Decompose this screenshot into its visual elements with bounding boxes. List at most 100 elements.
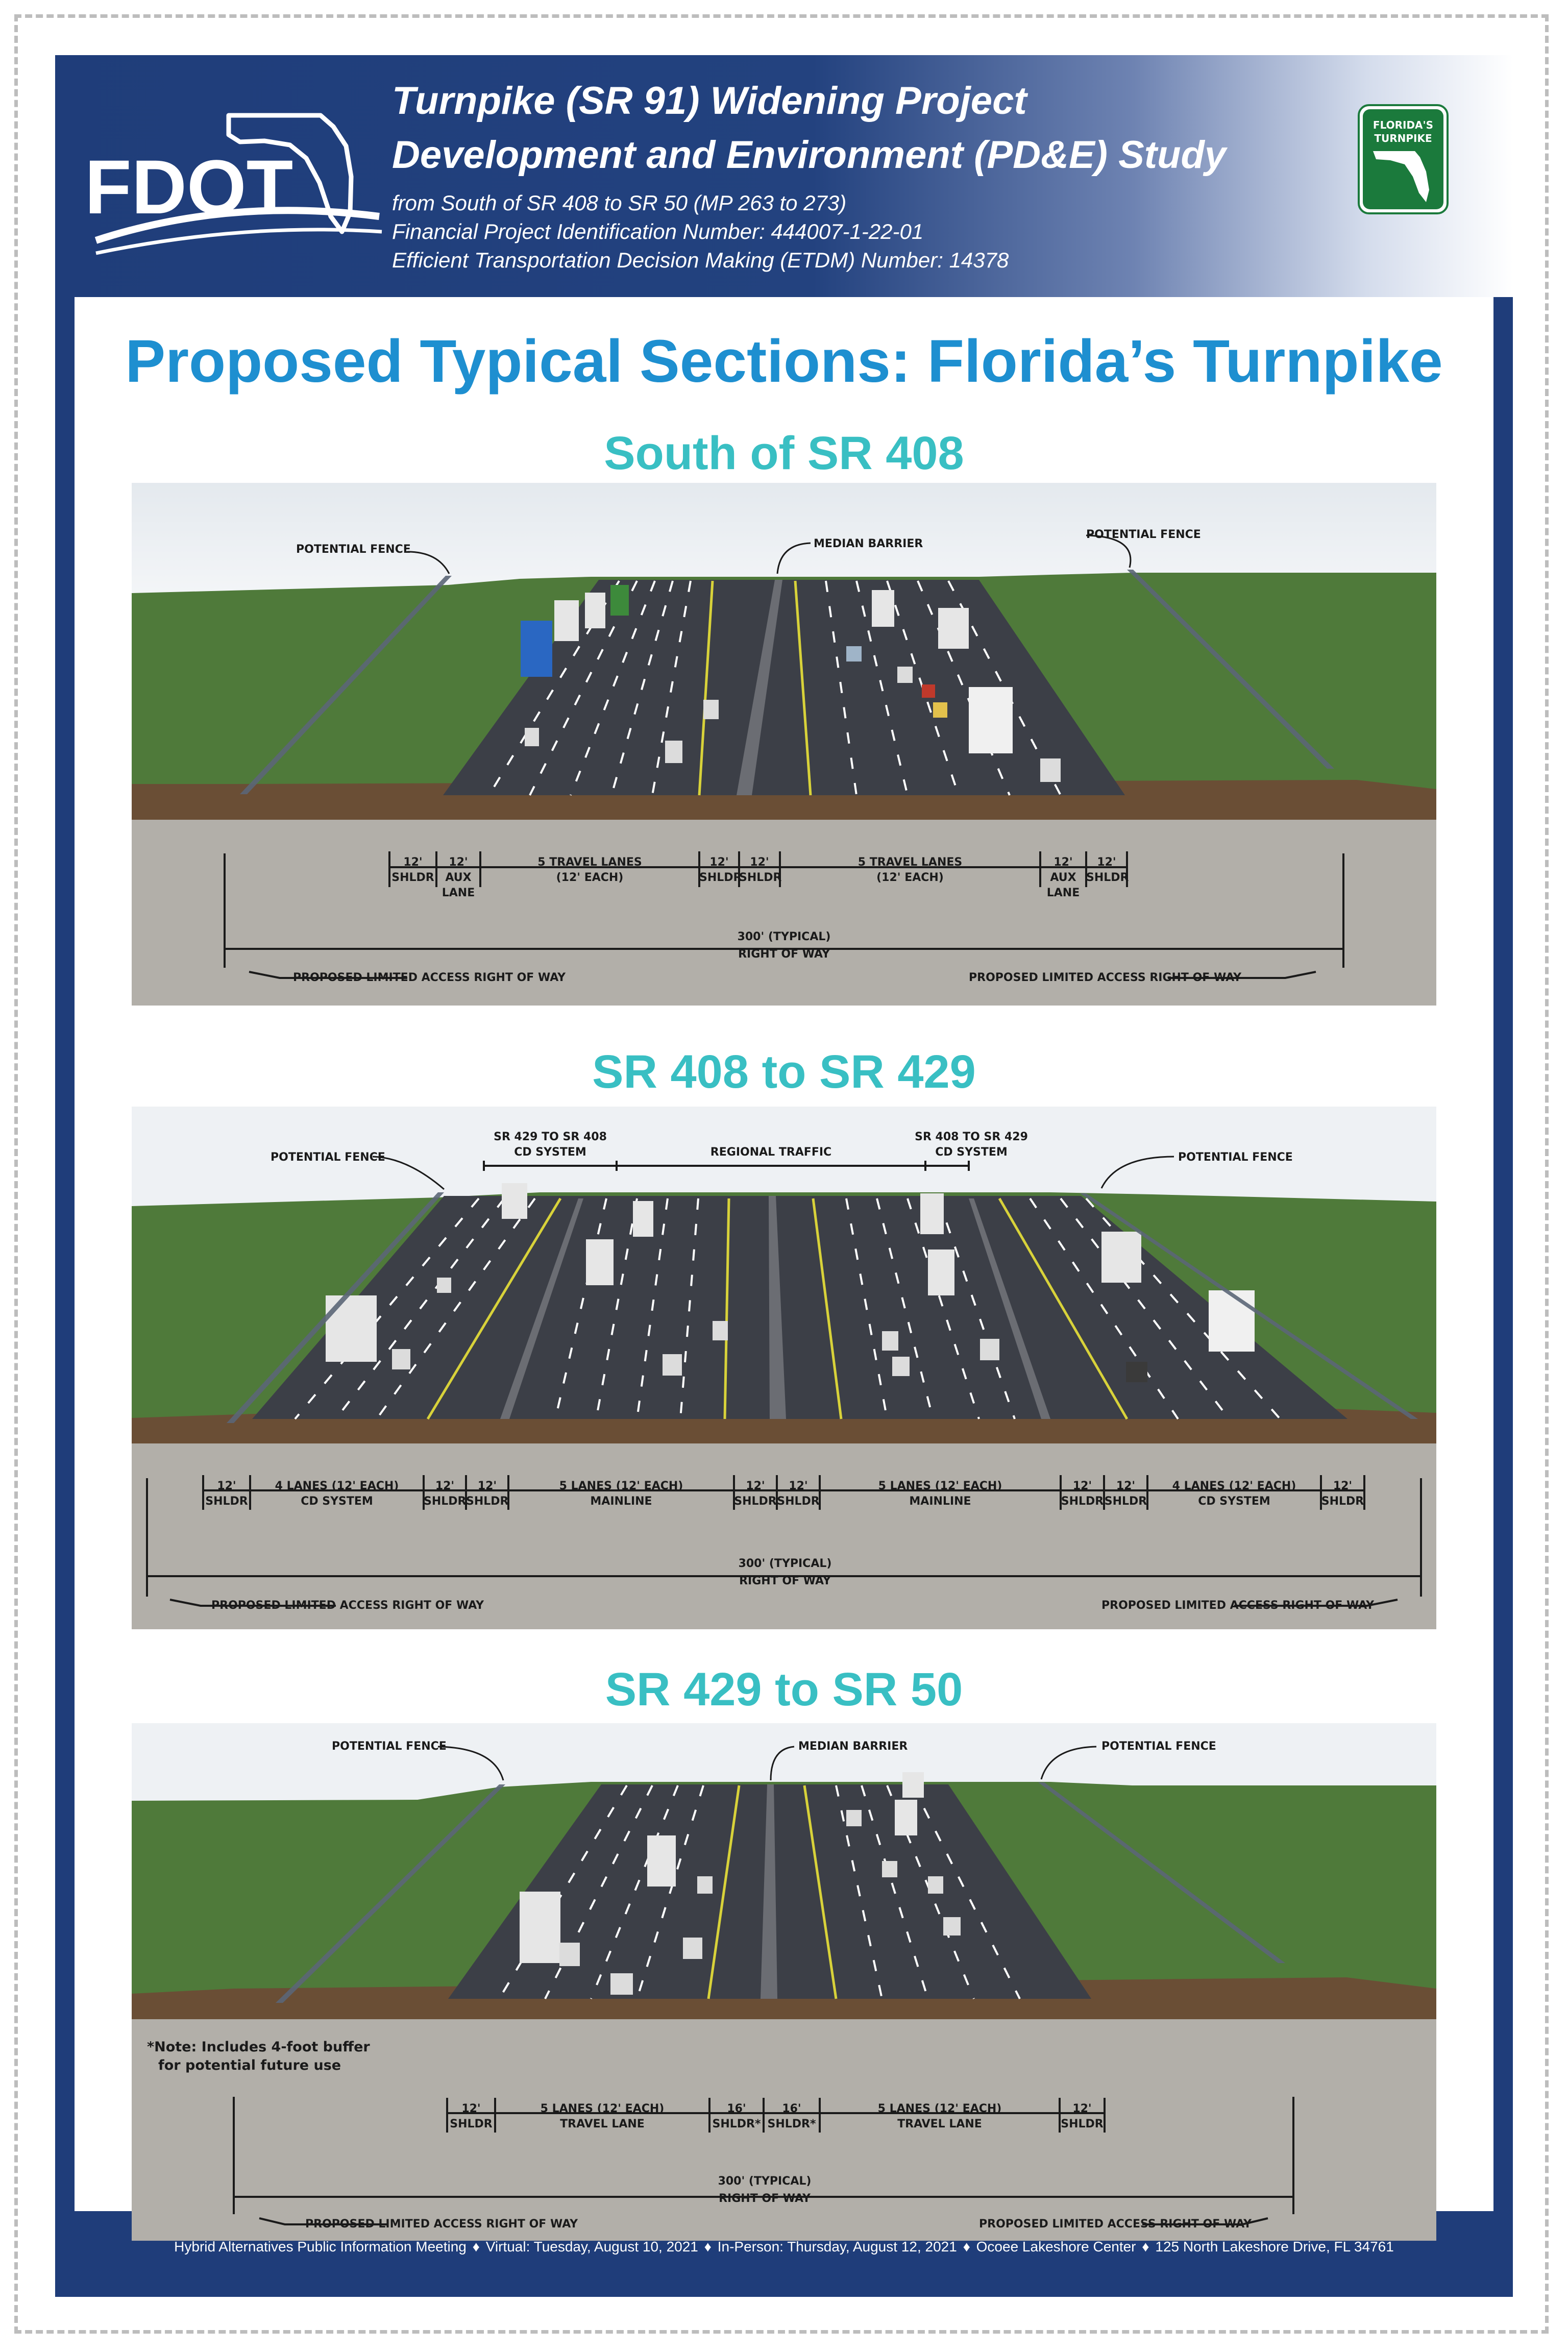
- section-panel-sr429-to-sr50: POTENTIAL FENCE MEDIAN BARRIER POTENTIAL…: [132, 1723, 1436, 2241]
- dim-top-cd-lanes: 4 LANES (12' EACH): [275, 1480, 399, 1492]
- median-barrier: [769, 1196, 786, 1419]
- row-width-label-line2: RIGHT OF WAY: [719, 2192, 811, 2205]
- footer-separator: ♦: [472, 2239, 480, 2255]
- dim-top-travel-lanes: 5 TRAVEL LANES: [857, 856, 963, 869]
- page-dashed-border: [14, 14, 1549, 2334]
- section-panel-sr408-to-sr429: POTENTIAL FENCE SR 429 TO SR 408 CD SYST…: [132, 1107, 1436, 1629]
- florida-shape-icon: [1373, 151, 1429, 202]
- row-width-label-line2: RIGHT OF WAY: [738, 948, 830, 961]
- dim-bottom-aux-lane: LANE: [1046, 887, 1080, 899]
- section-title-south-of-sr408: South of SR 408: [604, 427, 964, 479]
- footer-virtual-date: Virtual: Tuesday, August 10, 2021: [485, 2239, 698, 2255]
- median-barrier: [761, 1784, 777, 1999]
- dim-bottom-wide-shldr: SHLDR*: [767, 2118, 816, 2130]
- footer-separator: ♦: [963, 2239, 970, 2255]
- dim-top-shldr: 12': [789, 1480, 808, 1492]
- fence-right: [1127, 570, 1334, 769]
- row-right-label: PROPOSED LIMITED ACCESS RIGHT OF WAY: [1101, 1599, 1375, 1612]
- dim-top-travel-lanes: 5 LANES (12' EACH): [877, 2102, 1002, 2115]
- lane-markings: [294, 1197, 1281, 1420]
- callout-potential-fence-right: POTENTIAL FENCE: [1086, 528, 1201, 541]
- dim-bottom-shldr: SHLDR: [1061, 2118, 1104, 2130]
- dim-top-travel-lanes: 5 TRAVEL LANES: [537, 856, 642, 869]
- footer-meeting-name: Hybrid Alternatives Public Information M…: [174, 2239, 467, 2255]
- dim-top-shldr: 12': [1072, 2102, 1092, 2115]
- dim-bottom-aux-lane: LANE: [442, 887, 475, 899]
- footer-in-person-date: In-Person: Thursday, August 12, 2021: [717, 2239, 957, 2255]
- callout-potential-fence-right: POTENTIAL FENCE: [1178, 1151, 1293, 1164]
- section-title-sr408-to-sr429: SR 408 to SR 429: [592, 1046, 976, 1098]
- footer-address: 125 North Lakeshore Drive, FL 34761: [1155, 2239, 1394, 2255]
- fence-left: [276, 1784, 505, 2003]
- callout-cd-left-line1: SR 429 TO SR 408: [494, 1131, 607, 1143]
- dim-top-mainline-lanes: 5 LANES (12' EACH): [878, 1480, 1002, 1492]
- dim-bottom-shldr: SHLDR: [1104, 1495, 1147, 1508]
- lane-markings: [498, 1784, 1021, 2000]
- dimension-lines: [233, 2097, 1294, 2225]
- dim-top-shldr: 12': [1097, 856, 1116, 869]
- project-title-line1: Turnpike (SR 91) Widening Project: [392, 79, 1027, 122]
- dim-bottom-shldr: SHLDR: [699, 871, 742, 884]
- rendering-sr408-to-sr429: [132, 1107, 1436, 1629]
- dim-bottom-shldr: SHLDR: [450, 2118, 493, 2130]
- dim-top-mainline-lanes: 5 LANES (12' EACH): [559, 1480, 683, 1492]
- fdot-logo-text: FDOT: [85, 144, 293, 230]
- row-left-label: PROPOSED LIMITED ACCESS RIGHT OF WAY: [293, 971, 566, 984]
- project-limits: from South of SR 408 to SR 50 (MP 263 to…: [392, 191, 847, 215]
- dim-bottom-aux: AUX: [1050, 871, 1076, 884]
- dim-top-shldr: 12': [709, 856, 729, 869]
- ground-cross-section: [132, 2019, 1436, 2241]
- row-width-label: 300' (TYPICAL): [738, 1557, 832, 1570]
- callout-cd-right-line2: CD SYSTEM: [935, 1146, 1008, 1159]
- dim-top-shldr: 12': [477, 1480, 497, 1492]
- dim-top-shldr: 12': [746, 1480, 765, 1492]
- footer-separator: ♦: [1142, 2239, 1149, 2255]
- header-banner: FDOT Turnpike (SR 91) Widening Project D…: [55, 55, 1513, 297]
- footer-bar: Hybrid Alternatives Public Information M…: [55, 2213, 1513, 2297]
- dim-top-shldr: 12': [403, 856, 423, 869]
- callout-potential-fence-left: POTENTIAL FENCE: [296, 543, 411, 556]
- dim-bottom-wide-shldr: SHLDR*: [712, 2118, 761, 2130]
- callout-median-barrier: MEDIAN BARRIER: [798, 1740, 908, 1753]
- buffer-note-line2: for potential future use: [158, 2057, 341, 2073]
- dim-bottom-cd-system: CD SYSTEM: [301, 1495, 373, 1508]
- fence-left: [240, 576, 452, 794]
- dim-bottom-shldr: SHLDR: [205, 1495, 248, 1508]
- dim-top-aux: 12': [1054, 856, 1073, 869]
- row-left-label: PROPOSED LIMITED ACCESS RIGHT OF WAY: [305, 2218, 578, 2231]
- dim-bottom-mainline: MAINLINE: [909, 1495, 971, 1508]
- callout-median-barrier: MEDIAN BARRIER: [814, 537, 923, 550]
- dim-bottom-shldr: SHLDR: [1061, 1495, 1104, 1508]
- dim-top-wide-shldr: 16': [727, 2102, 746, 2115]
- row-width-label-line2: RIGHT OF WAY: [739, 1575, 831, 1587]
- meeting-info: Hybrid Alternatives Public Information M…: [55, 2239, 1513, 2255]
- dim-top-shldr: 12': [217, 1480, 236, 1492]
- dim-top-shldr: 12': [750, 856, 769, 869]
- dim-bottom-mainline: MAINLINE: [590, 1495, 652, 1508]
- fence-right: [1080, 1193, 1418, 1419]
- florida-turnpike-logo: FLORIDA'S TURNPIKE: [1358, 104, 1449, 214]
- dim-top-shldr: 12': [1072, 1480, 1092, 1492]
- row-width-label: 300' (TYPICAL): [718, 2175, 812, 2188]
- main-title: Proposed Typical Sections: Florida’s Tur…: [125, 328, 1443, 395]
- dim-top-shldr: 12': [461, 2102, 481, 2115]
- financial-project-id: Financial Project Identification Number:…: [392, 219, 924, 243]
- dim-bottom-shldr: SHLDR: [1321, 1495, 1364, 1508]
- section-panel-south-of-sr408: POTENTIAL FENCE MEDIAN BARRIER POTENTIAL…: [132, 483, 1436, 1006]
- vehicles: [326, 1183, 1255, 1382]
- dim-bottom-travel-lane: TRAVEL LANE: [897, 2118, 982, 2130]
- footer-venue: Ocoee Lakeshore Center: [976, 2239, 1136, 2255]
- row-width-label: 300' (TYPICAL): [737, 930, 831, 943]
- dim-top-wide-shldr: 16': [782, 2102, 801, 2115]
- rendering-sr429-to-sr50: [132, 1723, 1436, 2241]
- dim-top-cd-lanes: 4 LANES (12' EACH): [1172, 1480, 1296, 1492]
- dim-bottom-shldr: SHLDR: [777, 1495, 820, 1508]
- dim-top-travel-lanes: 5 LANES (12' EACH): [540, 2102, 665, 2115]
- callout-cd-right-line1: SR 408 TO SR 429: [915, 1131, 1028, 1143]
- shield-text-line2: TURNPIKE: [1374, 132, 1432, 144]
- etdm-number: Efficient Transportation Decision Making…: [392, 248, 1009, 272]
- row-right-label: PROPOSED LIMITED ACCESS RIGHT OF WAY: [979, 2218, 1252, 2231]
- callout-potential-fence-left: POTENTIAL FENCE: [271, 1151, 385, 1164]
- fdot-logo: FDOT: [85, 113, 382, 255]
- section-title-sr429-to-sr50: SR 429 to SR 50: [605, 1663, 963, 1716]
